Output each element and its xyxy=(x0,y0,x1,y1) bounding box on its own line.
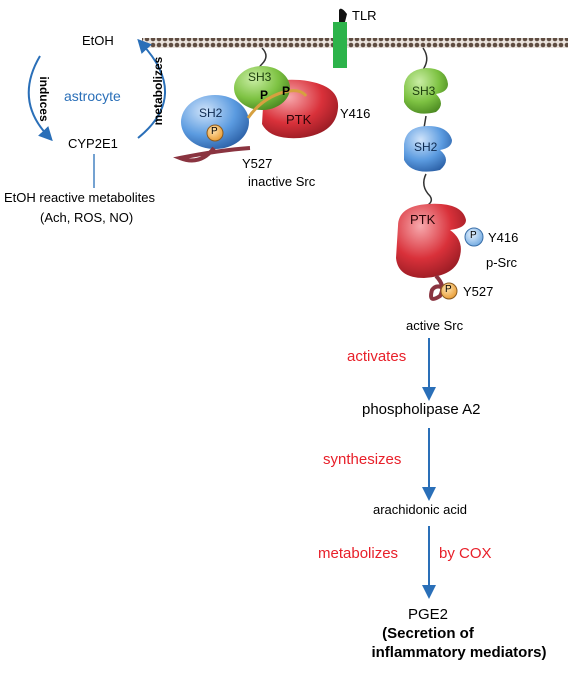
active-p-y527-label: P xyxy=(445,284,452,295)
inactive-sh3-domain xyxy=(234,66,290,110)
induces-arrow xyxy=(27,55,53,142)
tlr-label: TLR xyxy=(352,8,377,23)
active-p-y527-bubble xyxy=(440,282,458,300)
pge2-label: PGE2 xyxy=(408,606,449,623)
inactive-src-label: inactive Src xyxy=(248,174,316,189)
inactive-ptk-label: PTK xyxy=(286,112,312,127)
inactive-p-b: P xyxy=(282,84,291,98)
active-sh2-domain xyxy=(404,126,452,172)
cyp2e1-label: CYP2E1 xyxy=(68,136,118,151)
metabolizes-arrow xyxy=(137,38,166,139)
metabolizes-cycle-label: metabolizes xyxy=(151,56,165,126)
active-ptk-domain xyxy=(396,203,466,278)
arachidonic-label: arachidonic acid xyxy=(373,502,467,517)
inactive-sh3-label: SH3 xyxy=(248,70,272,84)
secretion-label-1: (Secretion of xyxy=(382,625,474,642)
active-src-label: active Src xyxy=(406,318,464,333)
inactive-p-y527-label: P xyxy=(211,126,218,137)
etoh-label: EtOH xyxy=(82,33,114,48)
inactive-y527-label: Y527 xyxy=(242,156,273,171)
inactive-sh2-domain xyxy=(181,95,249,149)
induces-label: induces xyxy=(37,76,51,122)
inactive-src-loop xyxy=(246,89,308,119)
phospholipase-label: phospholipase A2 xyxy=(362,401,481,418)
active-src-tail xyxy=(429,274,445,301)
inactive-y416-label: Y416 xyxy=(340,106,371,121)
cell-membrane xyxy=(142,38,568,48)
p-src-label: p-Src xyxy=(486,255,518,270)
active-y527-label: Y527 xyxy=(463,284,494,299)
active-p-y416-label: P xyxy=(470,230,477,241)
inactive-src-tail xyxy=(173,146,251,163)
metabolites-list-label: (Ach, ROS, NO) xyxy=(40,210,134,225)
active-sh2-label: SH2 xyxy=(414,140,438,154)
inactive-sh2-label: SH2 xyxy=(199,106,223,120)
tlr-antenna xyxy=(339,8,347,22)
active-ptk-label: PTK xyxy=(410,212,436,227)
tlr-receptor xyxy=(333,22,347,68)
synthesizes-label: synthesizes xyxy=(323,451,402,468)
active-link-2 xyxy=(423,173,433,207)
activates-label: activates xyxy=(347,348,407,365)
active-sh3-domain xyxy=(404,68,448,114)
secretion-label-2: inflammatory mediators) xyxy=(371,644,547,661)
metabolizes-step-label: metabolizes xyxy=(318,545,399,562)
inactive-p-y527-bubble xyxy=(206,124,224,142)
active-p-y416-bubble xyxy=(464,227,484,247)
by-cox-label: by COX xyxy=(439,545,492,562)
active-link-1 xyxy=(423,115,427,129)
astrocyte-label: astrocyte xyxy=(64,88,121,104)
inactive-p-a: P xyxy=(260,88,269,102)
active-sh3-label: SH3 xyxy=(412,84,436,98)
active-y416-label: Y416 xyxy=(488,230,519,245)
etoh-metabolites-label: EtOH reactive metabolites xyxy=(4,190,156,205)
